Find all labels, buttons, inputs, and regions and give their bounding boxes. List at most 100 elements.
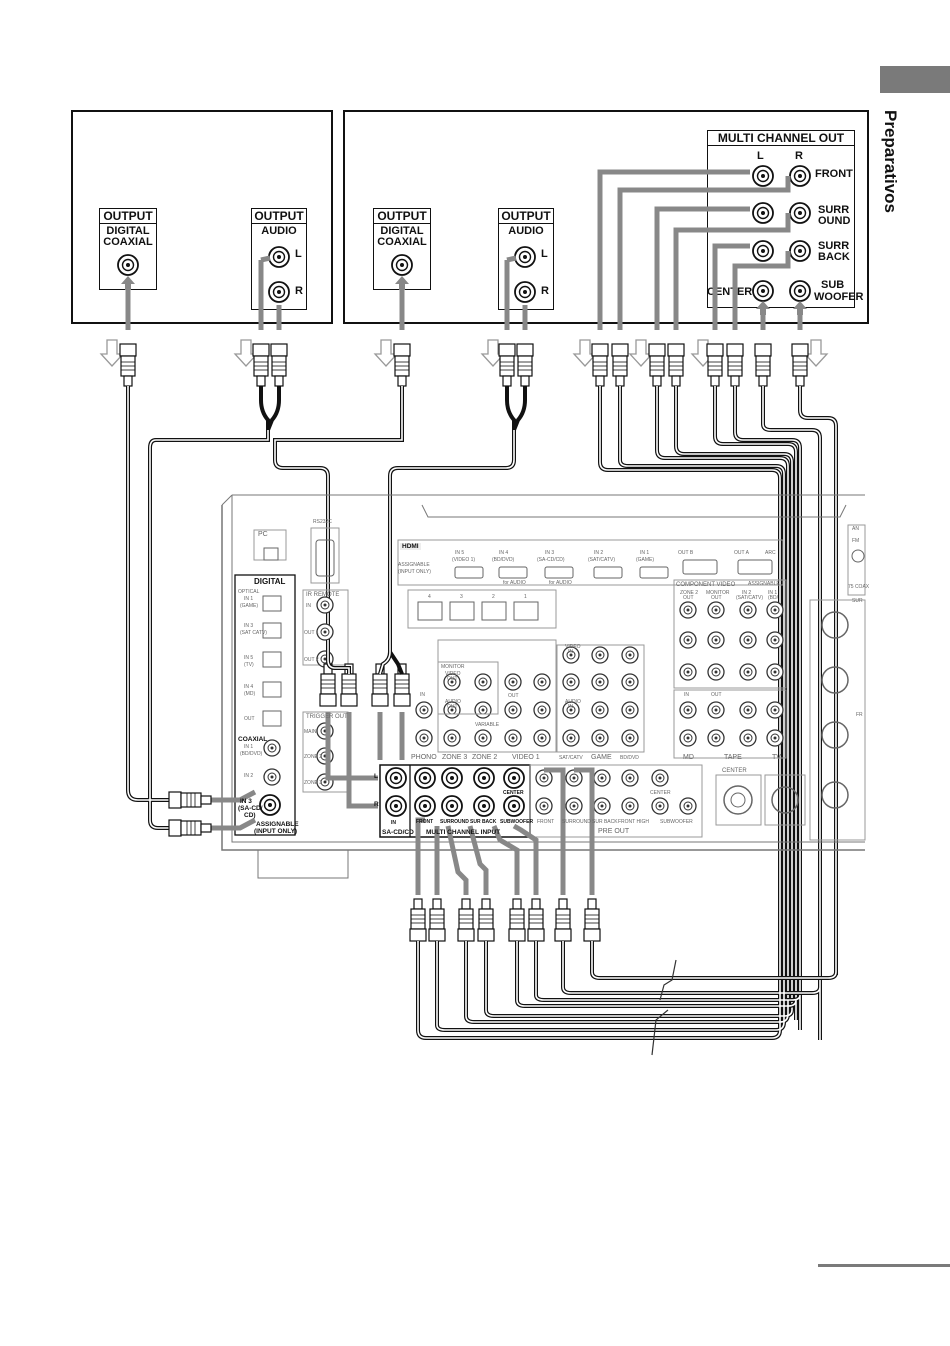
mc-surr-back-label-1: SURR [818, 240, 850, 252]
hdmi-assignable: ASSIGNABLE [398, 562, 430, 568]
audio-out-sub: OUT [447, 704, 458, 710]
video-in-label: VIDEO [565, 644, 581, 650]
opt-in3: IN 3 [244, 623, 254, 629]
fr-label: FR [856, 712, 863, 718]
comp-in2-sub: (SAT/CATV) [736, 595, 764, 601]
coax-in1: IN 1 [244, 744, 254, 750]
comp-zone2-out: ZONE 2 [680, 590, 699, 596]
component-video-label: COMPONENT VIDEO [676, 582, 736, 588]
optical-label: OPTICAL [238, 589, 260, 595]
video1-out: OUT [508, 693, 519, 699]
zone3-label: ZONE 3 [442, 754, 468, 761]
pre-front: FRONT [537, 819, 555, 825]
zone2-label: ZONE 2 [472, 754, 498, 761]
pre-surr-back: SUR BACK [592, 819, 618, 825]
hdmi-input-only: (INPUT ONLY) [398, 569, 431, 575]
panel-header: OUTPUT [252, 209, 306, 224]
monitor-label: MONITOR [441, 664, 465, 670]
ir-out2: OUT 2 [304, 657, 319, 663]
opt-in5-sub: (TV) [244, 662, 254, 668]
bd-dvd-label: BD/DVD [620, 755, 639, 761]
comp-zone2-out-sub: OUT [683, 595, 694, 601]
opt-in1: IN 1 [244, 596, 254, 602]
mci-sa-cd-cd: SA-CD/CD [382, 829, 414, 836]
mc-col-l-label: L [757, 150, 764, 162]
mci-title: MULTI CHANNEL INPUT [426, 829, 501, 836]
audio-out-label: AUDIO [445, 699, 461, 705]
pre-center: CENTER [650, 790, 671, 796]
tv-label: TV [772, 754, 781, 761]
video-in-sub: IN [568, 649, 573, 655]
mc-col-r-label: R [795, 150, 803, 162]
coax-in3-sub-1: (SA-CD/ [238, 805, 263, 812]
hdmi-label: HDMI [400, 543, 421, 550]
mci-r: R [374, 801, 379, 808]
mc-sub-label-2: WOOFER [814, 291, 864, 303]
ir-out1: OUT 1 [304, 630, 319, 636]
tape-label: TAPE [724, 754, 742, 761]
pre-surround: SURROUND [562, 819, 591, 825]
pre-front-high: FRONT HIGH [618, 819, 650, 825]
mci-surround: SURROUND [440, 819, 469, 825]
coax-75-label: 75 COAX [848, 584, 870, 590]
net-port-2: 2 [492, 594, 495, 600]
panel-subtitle: AUDIO [261, 225, 297, 237]
comp-in1-sub: (BD/ [768, 595, 778, 601]
coax-input-only: (INPUT ONLY) [254, 828, 298, 835]
comp-in2: IN 2 [742, 590, 752, 596]
right-audio-r-label: R [541, 285, 549, 297]
hdmi-arc: ARC [765, 550, 776, 556]
hdmi-in5: IN 5 [455, 550, 465, 556]
hdmi-out-a: OUT A [734, 550, 749, 556]
opt-in1-sub: (GAME) [240, 603, 259, 609]
opt-in4-sub: (MD) [244, 691, 256, 697]
coax-assignable: ASSIGNABLE [256, 821, 299, 828]
panel-subtitle: DIGITAL COAXIAL [103, 225, 153, 248]
section-title: Preparativos [881, 110, 900, 213]
mci-surr-back: SUR BACK [470, 819, 497, 825]
digital-panel-title: DIGITAL [254, 577, 286, 586]
opt-in3-sub: (SAT CATV) [240, 630, 267, 636]
hdmi-in5-sub: (VIDEO 1) [452, 557, 476, 563]
mci-in: IN [391, 820, 396, 826]
antenna-label: AN [852, 526, 859, 532]
section-tab [880, 66, 950, 93]
receiver-outline [221, 494, 865, 879]
pre-subwoofer: SUBWOOFER [660, 819, 693, 825]
trigger-zone2: ZONE 2 [304, 754, 323, 760]
left-audio-r-label: R [295, 285, 303, 297]
pre-out-title: PRE OUT [598, 828, 630, 835]
comp-monitor-out: MONITOR [706, 590, 730, 596]
for-audio-2: for AUDIO [549, 580, 572, 586]
net-port-3: 3 [460, 594, 463, 600]
rs232c-label: RS232C [313, 519, 332, 525]
mci-l: L [374, 773, 378, 780]
mc-surround-label-1: SURR [818, 204, 850, 216]
sur-label: SUR [852, 598, 863, 604]
right-audio-l-label: L [541, 248, 548, 260]
phono-label: PHONO [411, 754, 437, 761]
game-label: GAME [591, 754, 612, 761]
mci-subwoofer: SUBWOOFER [500, 819, 534, 825]
comp-in1: IN 1 [768, 590, 778, 596]
speaker-center-label: CENTER [722, 768, 747, 774]
video-out-sub: OUT [447, 676, 458, 682]
video1-label: VIDEO 1 [512, 754, 540, 761]
hdmi-out-b: OUT B [678, 550, 694, 556]
left-audio-l-label: L [295, 248, 302, 260]
for-audio-1: for AUDIO [503, 580, 526, 586]
trigger-label: TRIGGER OUT [306, 714, 348, 720]
variable-label: VARIABLE [475, 722, 500, 728]
fm-label: FM [852, 538, 860, 544]
trigger-main: MAIN [304, 729, 317, 735]
hdmi-in1: IN 1 [640, 550, 650, 556]
comp-assignable: ASSIGNABLE [748, 581, 780, 587]
sat-catv-label: SAT/CATV [559, 755, 583, 761]
tape-out: OUT [711, 692, 722, 698]
panel-header: OUTPUT [499, 209, 553, 224]
md-label: MD [683, 754, 694, 761]
opt-out: OUT [244, 716, 255, 722]
video-out-label: VIDEO [445, 671, 461, 677]
coax-in2: IN 2 [244, 773, 254, 779]
